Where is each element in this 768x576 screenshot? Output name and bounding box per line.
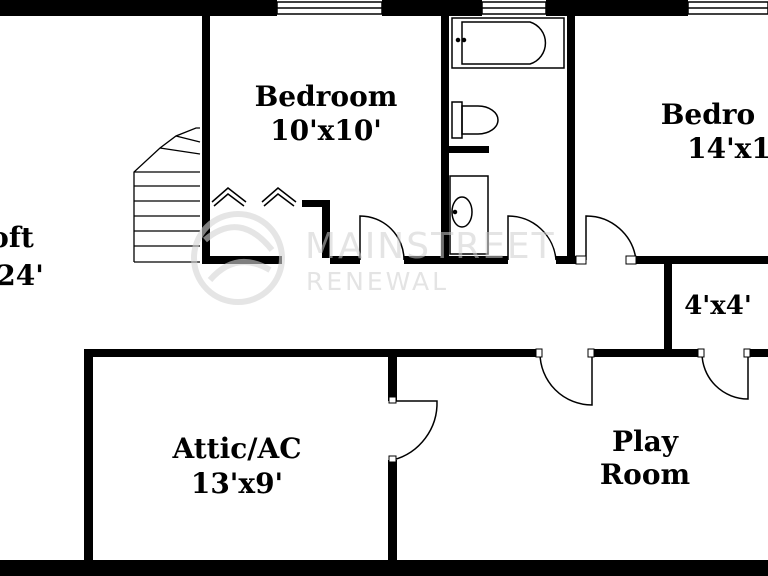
stairs [133,127,201,263]
watermark-line-2: RENEWAL [306,267,449,296]
door-swing-bedroom-2 [585,215,637,261]
bathroom-fixtures [449,17,565,255]
toilet-bowl [461,105,499,135]
doors [359,215,749,461]
door-swing-bedroom-1 [359,215,405,261]
room-bedroom-2-size: 14'x1 [687,132,768,165]
windows [276,1,768,15]
bifold-doors [211,187,297,207]
sink-counter [449,175,489,255]
door-swing-play-room [539,352,593,406]
room-closet-size: 4'x4' [684,291,752,321]
door-swing-closet [701,352,749,400]
sink-bowl [451,196,473,228]
room-bedroom-2-name: Bedro [661,98,756,131]
room-attic-name: Attic/AC [171,432,301,465]
bathtub [451,17,565,69]
room-bedroom-1-size: 10'x10' [270,114,382,147]
room-loft-name: oft [0,221,34,254]
room-play-room-name-1: Play [612,425,679,458]
room-loft-size: 24' [0,259,44,292]
door-swing-attic [392,400,438,461]
door-swing-bath [507,215,557,261]
toilet-tank [451,101,463,139]
door-jambs [388,255,751,463]
watermark-logo [191,211,285,305]
room-attic-size: 13'x9' [191,467,283,500]
watermark-line-1: MAINSTREET [305,226,556,267]
room-bedroom-1-name: Bedroom [255,80,398,113]
room-play-room-name-2: Room [600,458,690,491]
